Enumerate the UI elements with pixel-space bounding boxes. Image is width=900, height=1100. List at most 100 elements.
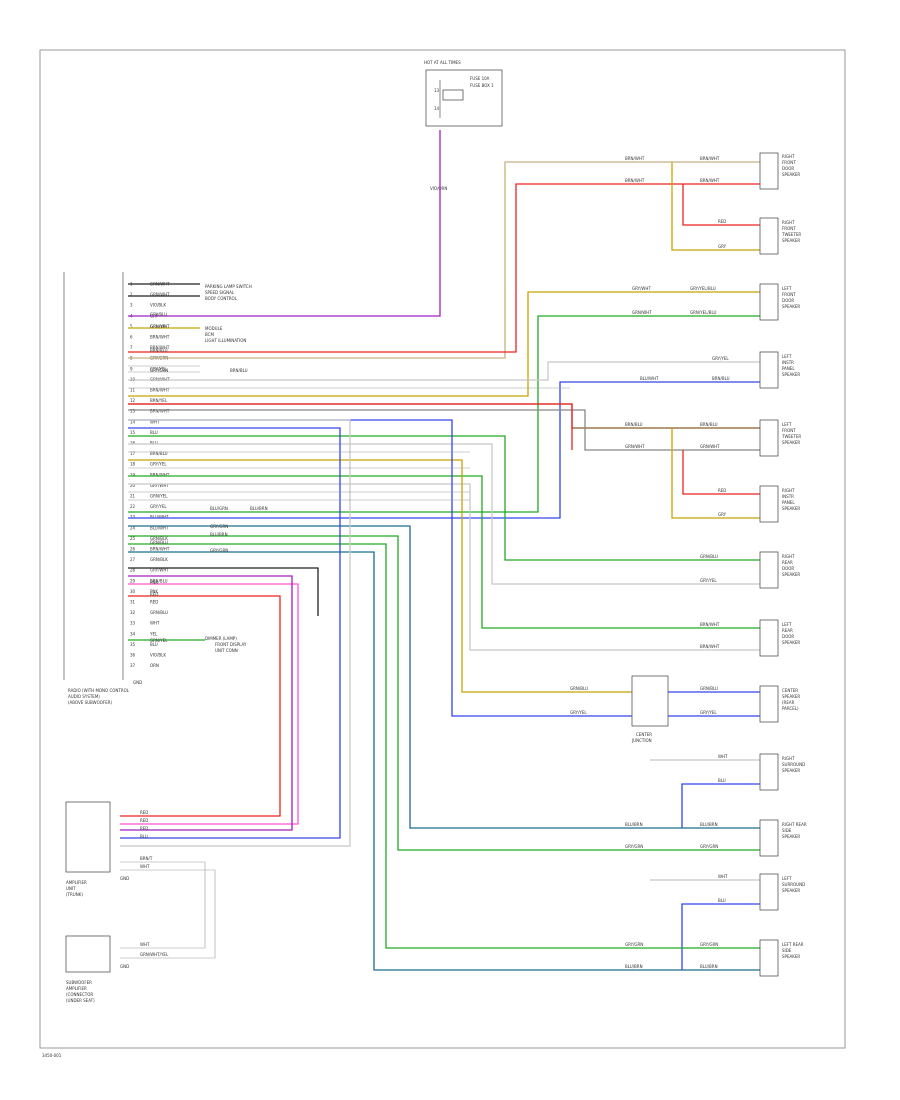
wire-rr-minus	[128, 443, 760, 585]
tag-r5: BLU/GRN	[210, 506, 228, 511]
speaker-l-instr-l1: LEFT	[782, 354, 792, 359]
wire-lrs-plus	[128, 543, 760, 949]
speaker-r-surround-l3: SPEAKER	[782, 768, 800, 773]
radio-pin-number: 16	[130, 441, 136, 446]
fuse-box	[425, 69, 503, 127]
wire-rrs-plus	[128, 525, 760, 829]
subwoofer-amplifier: SUBWOOFER AMPLIFIER (CONNECTOR (UNDER SE…	[65, 935, 111, 1003]
radio-pin-wire: GRN/YEL	[150, 494, 168, 499]
speaker-lf-tweeter-l4: SPEAKER	[782, 440, 800, 445]
tag-rs1: WHT	[718, 754, 728, 759]
tag-r10: PNK	[150, 580, 158, 585]
speaker-rf-tweeter-l2: FRONT	[782, 226, 796, 231]
speaker-rf-door: RIGHT FRONT DOOR SPEAKER	[759, 152, 800, 190]
tag-ri6: GRY	[718, 512, 727, 517]
radio-pin-wire: GRY/WHT	[150, 483, 169, 488]
wire-ri-tweet-minus	[671, 428, 760, 519]
tag-lf4: GRN/YEL/BLU	[690, 310, 717, 315]
speaker-l-surround-box	[759, 873, 779, 911]
tag-lf3: GRN/WHT	[632, 310, 652, 315]
radio-pin-wire: GRN/BLK	[150, 557, 168, 562]
radio-pin-wire: GRN/WHT	[150, 292, 170, 297]
speaker-r-rear-side-l2: SIDE	[782, 828, 792, 833]
speaker-center-box	[759, 685, 779, 723]
speaker-l-surround-l3: SPEAKER	[782, 888, 800, 893]
amplifier-label-1: AMPLIFIER	[66, 880, 87, 885]
radio-pin-number: 29	[130, 578, 136, 583]
speaker-l-rear-side-l2: SIDE	[782, 948, 792, 953]
radio-pin-number: 21	[130, 494, 136, 499]
tag-a2: RED	[140, 818, 148, 823]
tag-lrs3: BLU/BRN	[625, 964, 643, 969]
radio-pin-wire: RED	[150, 600, 158, 605]
speaker-lr-door-l4: SPEAKER	[782, 640, 800, 645]
fuse-label: FUSE 10A	[470, 76, 490, 81]
speaker-lf-door-l4: SPEAKER	[782, 304, 800, 309]
radio-pin-number: 23	[130, 515, 136, 520]
speaker-lf-door: LEFT FRONT DOOR SPEAKER	[759, 283, 800, 321]
tag-ri4: GRN/WHT	[700, 444, 720, 449]
radio-note-2: SPEED SIGNAL	[205, 290, 235, 295]
center-junction-name2: JUNCTION	[631, 738, 652, 743]
radio-pin-wire: GRY/YEL	[150, 462, 167, 467]
speaker-r-instr-l4: SPEAKER	[782, 506, 800, 511]
sub-amp-label-3: (CONNECTOR	[66, 992, 93, 997]
speaker-center-l3: (REAR	[782, 700, 795, 705]
speaker-r-instr-box	[759, 485, 779, 523]
speaker-lr-door: LEFT REAR DOOR SPEAKER	[759, 619, 800, 657]
radio-note-4: MODULE	[205, 326, 223, 331]
wire-lf-plus	[128, 291, 760, 397]
speaker-rr-door-box	[759, 551, 779, 589]
tag-s1: WHT	[140, 942, 150, 947]
radio-pin-number: 36	[130, 653, 136, 658]
radio-pin-wire: BLU/WHT	[150, 515, 169, 520]
speaker-r-surround-box	[759, 753, 779, 791]
tag-rf3: BRN/WHT	[625, 178, 645, 183]
radio-pin-wire: BRN/WHT	[150, 409, 170, 414]
radio-pin-wire: BLU	[150, 642, 158, 647]
speaker-rf-tweeter: RIGHT FRONT TWEETER SPEAKER	[759, 217, 801, 255]
wire-center-plus	[128, 459, 632, 693]
speaker-lf-door-box	[759, 283, 779, 321]
speaker-rf-tweeter-l1: RIGHT	[782, 220, 795, 225]
tag-c3: GRN/BLU	[700, 686, 718, 691]
speaker-lr-door-l2: REAR	[782, 628, 793, 633]
radio-note-3: BODY CONTROL	[205, 296, 238, 301]
tag-rf4: BRN/WHT	[700, 178, 720, 183]
radio-pin-wire: BRN/BLU	[150, 578, 168, 583]
radio-pin-wire: ORN	[150, 663, 159, 668]
radio-pin-number: 33	[130, 621, 136, 626]
speaker-rr-door: RIGHT REAR DOOR SPEAKER	[759, 551, 800, 589]
battery-wire-tag: VIO/ORN	[430, 186, 447, 191]
wire-rrs-minus	[128, 535, 760, 851]
speaker-lf-door-l3: DOOR	[782, 298, 794, 303]
speaker-r-instr-l2: INSTR	[782, 494, 794, 499]
center-junction-box	[631, 675, 669, 727]
radio-label-3: (ABOVE SUBWOOFER)	[68, 700, 113, 705]
wire-li-minus	[128, 381, 760, 519]
radio-pin-number: 32	[130, 610, 136, 615]
speaker-center-l1: CENTER	[782, 688, 798, 693]
radio-pin-wire: BLU	[150, 441, 158, 446]
radio-pin-number: 14	[130, 419, 136, 424]
wire-red-loop	[128, 403, 573, 450]
radio-pin-wire: PNK	[150, 589, 158, 594]
radio-pin-number: 34	[130, 631, 136, 636]
speaker-l-rear-side-l1: LEFT REAR	[782, 942, 804, 947]
radio-pin-wire: VIO/BLK	[150, 303, 166, 308]
speaker-r-rear-side-l3: SPEAKER	[782, 834, 800, 839]
wire-rr-plus	[128, 435, 760, 561]
speaker-lf-tweeter-l3: TWEETER	[781, 434, 801, 439]
speaker-l-surround-l2: SURROUND	[782, 882, 805, 887]
radio-pin-number: 11	[130, 388, 136, 393]
speaker-lf-tweeter: LEFT FRONT TWEETER SPEAKER	[759, 419, 801, 457]
tag-rf1: BRN/WHT	[625, 156, 645, 161]
wire-amp-black	[128, 567, 319, 616]
fuse-location: FUSE BOX 1	[470, 83, 494, 88]
radio-pin-number: 3	[130, 303, 133, 308]
speaker-center: CENTER SPEAKER (REAR PARCEL)	[759, 685, 800, 723]
radio-note-8: FRONT DISPLAY	[215, 642, 247, 647]
radio-pin-number: 15	[130, 430, 136, 435]
speaker-r-rear-side-box	[759, 819, 779, 857]
